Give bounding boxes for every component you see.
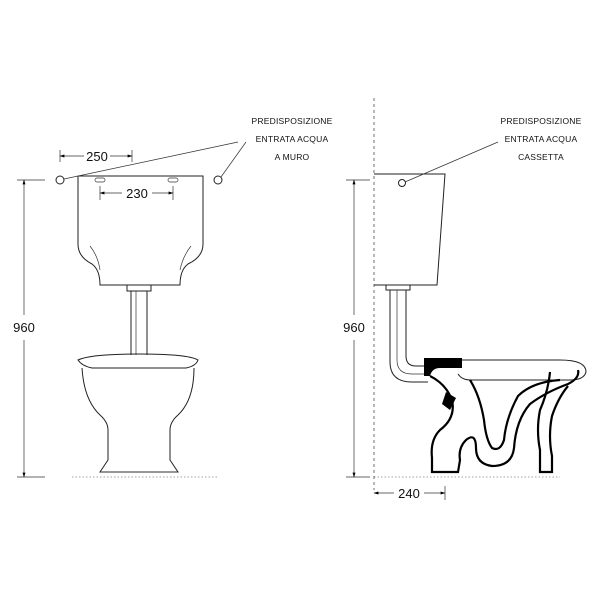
- dim-240: 240: [373, 486, 446, 501]
- note-wall-line-3: A MURO: [275, 152, 310, 162]
- side-flush-pipe: [385, 284, 428, 383]
- dim-230: 230: [99, 186, 174, 201]
- leader-left: [63, 141, 239, 180]
- note-cistern-line-2: ENTRATA ACQUA: [505, 134, 578, 144]
- dim-250-label: 250: [86, 149, 108, 164]
- dim-960-side-label: 960: [343, 320, 365, 335]
- dim-230-label: 230: [126, 186, 148, 201]
- front-cistern: [77, 175, 204, 286]
- front-bowl: [77, 353, 199, 473]
- left-hole: [94, 177, 106, 183]
- right-inlet-marker: [213, 175, 223, 185]
- cistern-inlet-marker: [398, 179, 406, 187]
- right-hole: [167, 177, 179, 183]
- leader-right: [220, 141, 247, 178]
- dim-250: 250: [59, 149, 133, 164]
- note-wall-line-1: PREDISPOSIZIONE: [252, 116, 333, 126]
- dim-960-side: 960: [343, 179, 370, 478]
- dim-240-label: 240: [398, 486, 420, 501]
- left-inlet-marker: [55, 175, 65, 185]
- side-view: 960 240 PREDISPOSIZIONE ENTRATA ACQUA CA…: [343, 98, 587, 501]
- dim-960-front: 960: [13, 179, 45, 478]
- side-bowl: [424, 358, 587, 474]
- leader-cistern: [404, 141, 499, 183]
- note-cistern-line-3: CASSETTA: [518, 152, 564, 162]
- note-wall-line-2: ENTRATA ACQUA: [256, 134, 329, 144]
- note-cistern-inlet: PREDISPOSIZIONE ENTRATA ACQUA CASSETTA: [501, 116, 582, 162]
- note-wall-inlet: PREDISPOSIZIONE ENTRATA ACQUA A MURO: [252, 116, 333, 162]
- note-cistern-line-1: PREDISPOSIZIONE: [501, 116, 582, 126]
- front-view: 250 230 960 PREDISPOSIZIONE ENTRATA ACQU…: [13, 116, 333, 478]
- dim-960-front-label: 960: [13, 320, 35, 335]
- side-cistern: [374, 173, 446, 286]
- front-flush-pipe: [126, 284, 152, 355]
